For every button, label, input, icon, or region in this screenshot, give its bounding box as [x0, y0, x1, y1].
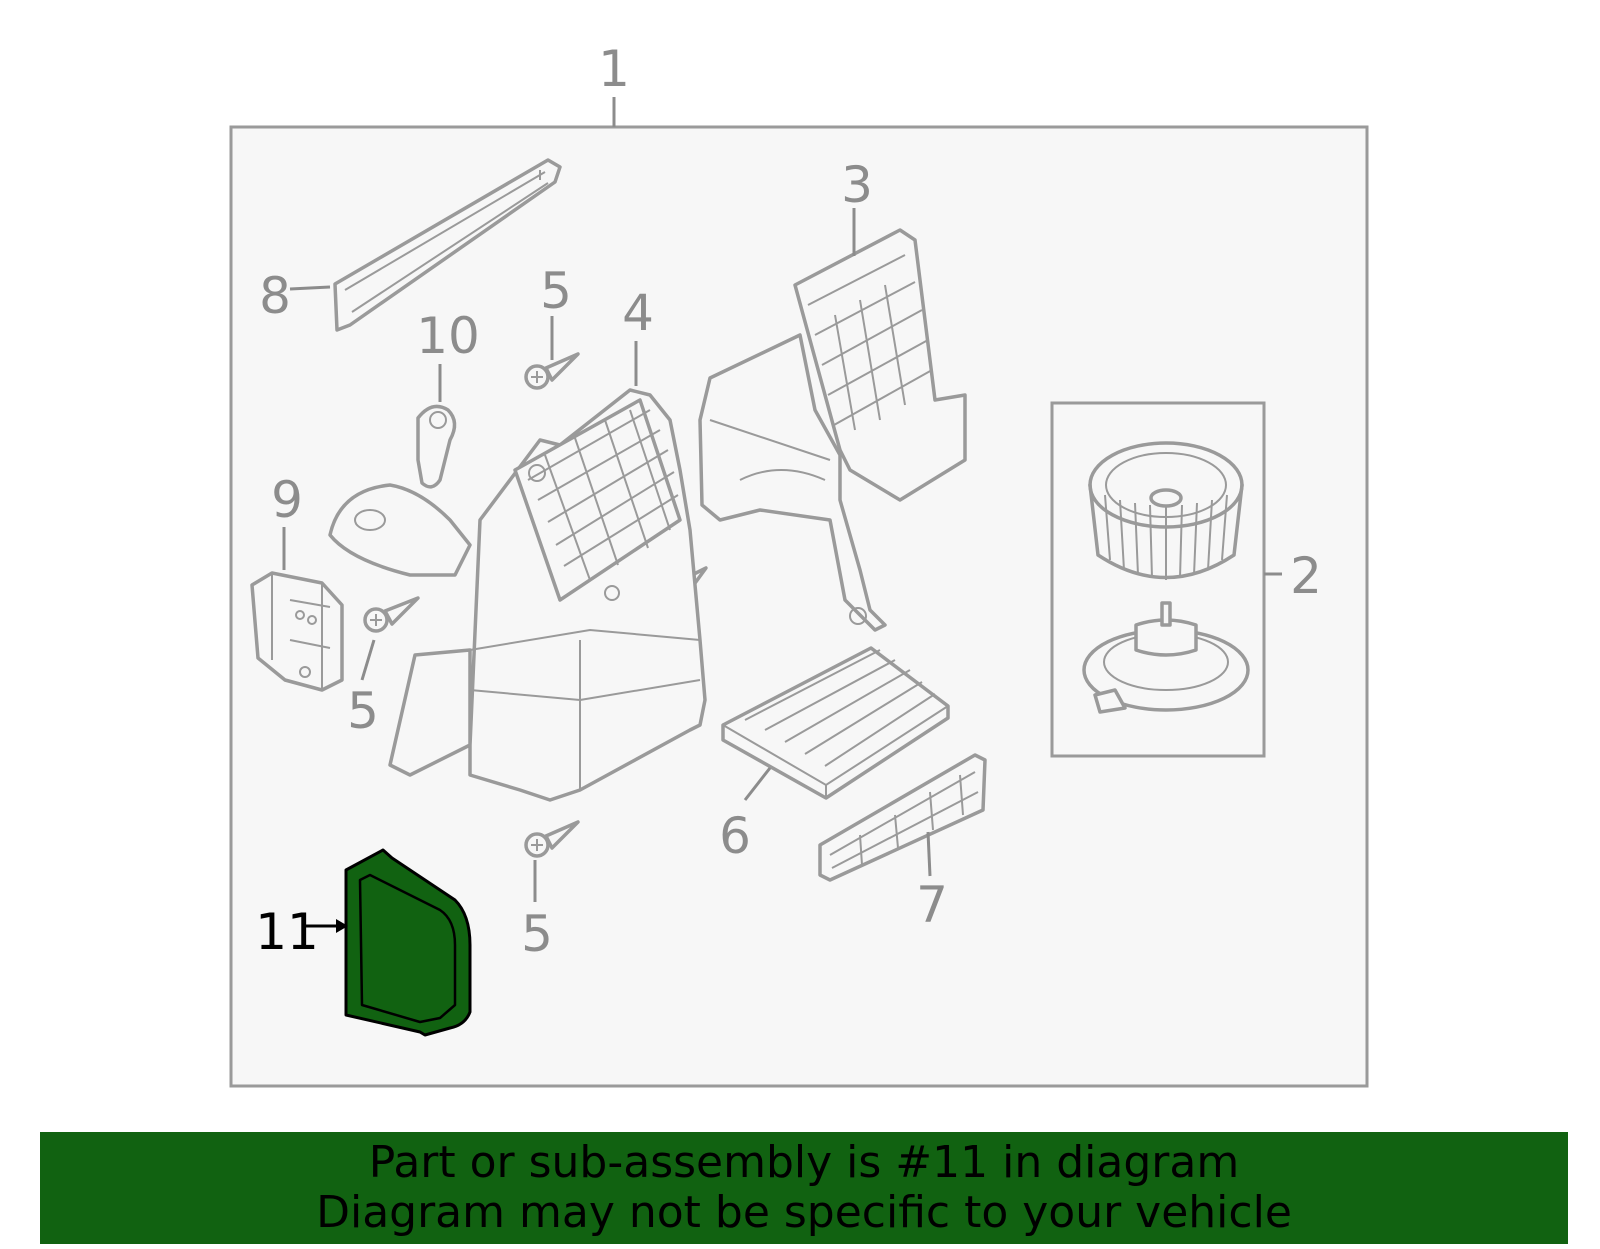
- part-2-motor: [1082, 601, 1250, 714]
- part-7-grille: [818, 753, 987, 882]
- callout-5b: 5: [347, 682, 379, 740]
- part-5-screw-left: [363, 596, 420, 633]
- callout-11-arrowhead: [336, 919, 348, 933]
- callout-4: 4: [622, 284, 654, 342]
- callout-3: 3: [841, 156, 873, 214]
- callout-5b-leader: [360, 639, 376, 681]
- callout-10: 10: [416, 307, 480, 365]
- part-2-blower-wheel: [1088, 441, 1244, 580]
- part-4-heater-case: [328, 388, 707, 802]
- callout-8-leader: [289, 285, 331, 291]
- callout-2: 2: [1290, 547, 1322, 605]
- part-5-screw-top: [524, 352, 580, 390]
- part-8-strip: [333, 158, 562, 332]
- callout-7-leader: [926, 831, 932, 877]
- callout-1: 1: [598, 40, 630, 98]
- part-6-cabin-filter: [721, 646, 950, 800]
- callout-11: 11: [255, 903, 319, 961]
- callout-7: 7: [916, 876, 948, 934]
- callout-6: 6: [719, 807, 751, 865]
- banner-line-2: Diagram may not be specific to your vehi…: [316, 1187, 1292, 1238]
- part-9-actuator: [250, 571, 344, 692]
- part-10-arm: [416, 404, 457, 489]
- callout-5c: 5: [521, 905, 553, 963]
- part-3-upper-case: [698, 228, 967, 632]
- part-5-screw-bottom: [524, 820, 580, 858]
- banner-line-1: Part or sub-assembly is #11 in diagram: [368, 1137, 1240, 1188]
- callout-9: 9: [271, 471, 303, 529]
- callout-5a: 5: [540, 262, 572, 320]
- callout-6-leader: [743, 767, 772, 801]
- part-2-box: [1050, 401, 1266, 758]
- part-11-seal-highlight: [344, 848, 472, 1037]
- info-banner: Part or sub-assembly is #11 in diagram D…: [40, 1132, 1568, 1244]
- callout-8: 8: [259, 267, 291, 325]
